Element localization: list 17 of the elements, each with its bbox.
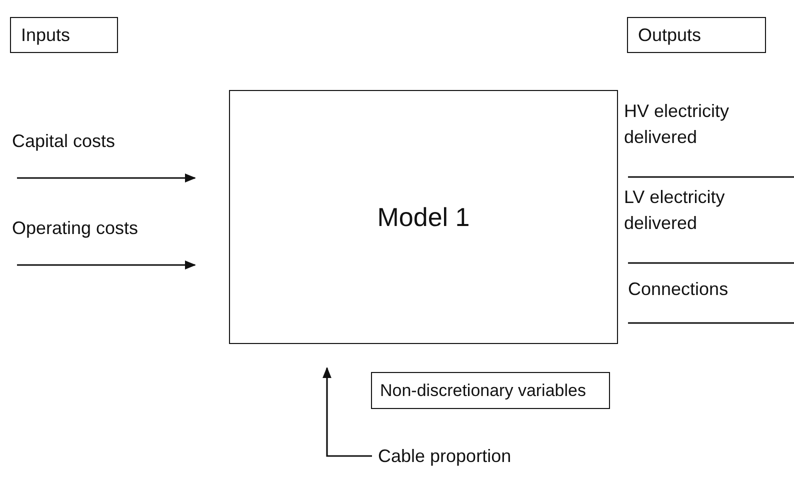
edge-label: Operating costs <box>12 217 138 240</box>
arrow <box>322 366 372 457</box>
model-box <box>229 90 618 344</box>
heading: Non-discretionary variables <box>380 380 586 400</box>
model-title: Model 1 <box>377 202 470 232</box>
arrow <box>17 174 196 182</box>
output-heading-box <box>627 17 766 53</box>
input-heading-box <box>10 17 118 53</box>
output-label: HV electricity delivered <box>624 100 730 150</box>
heading: Inputs <box>21 24 70 46</box>
arrow <box>17 260 196 270</box>
output-label: LV electricity delivered <box>624 186 726 236</box>
heading: Outputs <box>638 24 702 46</box>
edge-label: Capital costs <box>12 130 116 153</box>
variable-label: Cable proportion <box>378 446 512 466</box>
output-label: Connections <box>628 278 730 301</box>
variables-box <box>371 372 610 409</box>
